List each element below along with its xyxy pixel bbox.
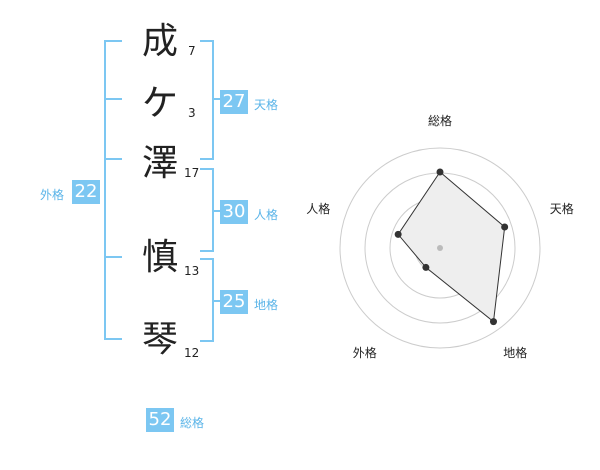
stroke-count-2: 3 [188, 106, 196, 120]
soukaku-value: 52 [146, 408, 174, 432]
name-char-2: ケ [141, 83, 178, 124]
name-char-5: 琴 [141, 319, 178, 360]
jinkaku-label: 人格 [254, 208, 279, 222]
gaikaku-bracket-tick [104, 158, 122, 160]
radar-ring [339, 147, 541, 349]
gaikaku-value: 22 [72, 180, 100, 204]
radar-axis-label: 外格 [352, 345, 377, 360]
stroke-count-5: 12 [184, 346, 200, 360]
radar-axis-label: 地格 [503, 345, 528, 360]
name-char-4: 慎 [141, 237, 178, 278]
jinkaku-value: 30 [220, 200, 248, 224]
soukaku-label: 総格 [180, 416, 205, 430]
tenkaku-label: 天格 [254, 98, 279, 112]
radar-point-外格 [422, 263, 430, 271]
gaikaku-bracket-tick [104, 98, 122, 100]
radar-center-dot [437, 245, 443, 251]
gaikaku-bracket [104, 40, 122, 340]
radar-point-地格 [489, 318, 497, 326]
radar-point-天格 [501, 223, 509, 231]
radar-point-総格 [436, 168, 444, 176]
name-char-1: 成 [141, 21, 178, 62]
tenkaku-value: 27 [220, 90, 248, 114]
chikaku-label: 地格 [254, 298, 279, 312]
tenkaku-bracket-tick [212, 98, 222, 100]
stroke-count-1: 7 [188, 44, 196, 58]
jinkaku-bracket-tick [212, 210, 222, 212]
chikaku-value: 25 [220, 290, 248, 314]
chikaku-bracket-tick [212, 300, 222, 302]
gaikaku-bracket-tick [104, 256, 122, 258]
gaikaku-label: 外格 [40, 188, 65, 202]
radar-axis-label: 天格 [549, 202, 574, 217]
radar-point-人格 [394, 230, 402, 238]
radar-axis-label: 総格 [428, 114, 453, 128]
stroke-count-3: 17 [184, 166, 200, 180]
radar-axis-label: 人格 [306, 202, 331, 217]
radar-polygon [397, 171, 506, 323]
radar-chart [339, 147, 541, 349]
stroke-count-4: 13 [184, 264, 200, 278]
name-char-3: 澤 [141, 143, 178, 184]
tenkaku-bracket [200, 40, 214, 160]
